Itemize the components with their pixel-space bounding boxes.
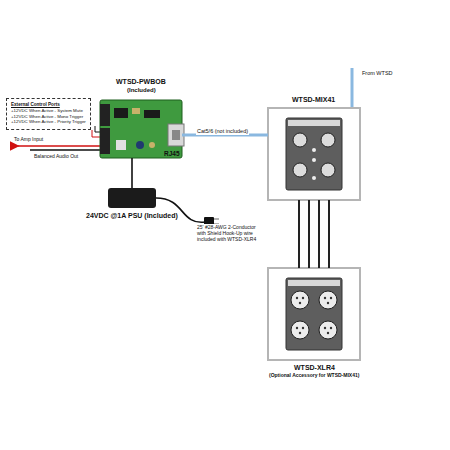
part-heading: WTSD-XLR4 — [294, 364, 335, 372]
port-description: +12VDC When Active - Priority Trigger — [11, 119, 86, 125]
part-heading: WTSD-PWBOB — [116, 78, 166, 86]
cable-note: From WTSD — [362, 70, 393, 77]
part-heading: WTSD-MIX41 — [292, 96, 335, 104]
wire-note: 25' #28-AWG 2-Conductor with Shield Hook… — [196, 224, 266, 242]
port-description: +12VDC When Active - Mono Trigger — [11, 114, 86, 120]
part-note: (Included) — [127, 87, 156, 94]
breakout-board — [100, 100, 184, 158]
control-ports-box: External Control Ports+12VDC When Active… — [6, 98, 91, 130]
power-supply — [108, 188, 219, 226]
part-note: (Optional Accessory for WTSD-MIX41) — [269, 373, 359, 379]
cable — [131, 158, 133, 188]
signal-name: Balanced Audio Out — [34, 153, 78, 159]
box-title: External Control Ports — [11, 102, 86, 108]
power-supply: 24VDC @1A PSU (Included) — [108, 188, 156, 208]
mixer-wall-plate — [268, 108, 360, 200]
mixer-plate: WTSD-MIX41 — [268, 108, 360, 200]
breakout-board: WTSD-PWBOB(Included) — [100, 100, 182, 158]
cable-label: Cat5/6 (not included) — [196, 128, 249, 135]
hook-up-wires — [299, 200, 329, 268]
signal-name: To Amp Input — [14, 136, 43, 142]
port-description: +12VDC When Active - System Mute — [11, 108, 86, 114]
port-name: RJ45 — [164, 150, 180, 158]
xlr-wall-plate — [268, 268, 360, 360]
xlr-plate: WTSD-XLR4(Optional Accessory for WTSD-MI… — [268, 268, 360, 360]
input-cable — [351, 68, 354, 108]
part-heading: 24VDC @1A PSU (Included) — [86, 212, 178, 220]
